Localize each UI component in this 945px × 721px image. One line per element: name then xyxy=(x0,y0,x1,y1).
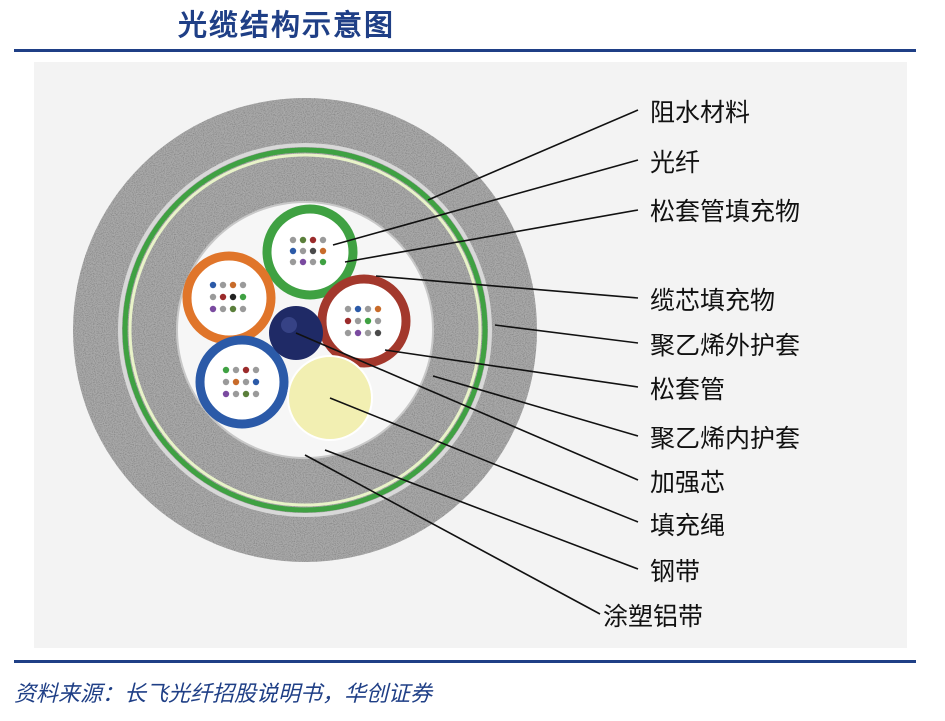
page-title: 光缆结构示意图 xyxy=(178,8,396,42)
label-coated-aluminum-tape: 涂塑铝带 xyxy=(603,602,703,631)
loose-tube-blue xyxy=(195,335,289,429)
label-water-blocking-material: 阻水材料 xyxy=(650,98,750,127)
title-divider xyxy=(14,49,916,52)
loose-tube-green xyxy=(262,204,358,300)
steel-tape-inner-edge xyxy=(128,153,482,507)
label-optical-fiber: 光纤 xyxy=(650,148,700,177)
label-filler-rope: 填充绳 xyxy=(650,511,725,540)
label-tube-filling-compound: 松套管填充物 xyxy=(650,197,800,226)
loose-tube-orange xyxy=(182,251,276,345)
coated-aluminum-tape xyxy=(118,143,492,517)
label-outer-pe-jacket: 聚乙烯外护套 xyxy=(650,331,800,360)
steel-tape xyxy=(122,147,488,513)
footer-divider xyxy=(14,660,916,663)
label-steel-tape: 钢带 xyxy=(650,557,700,586)
strength-member-highlight xyxy=(281,317,297,333)
source-note: 资料来源：长飞光纤招股说明书，华创证券 xyxy=(14,682,433,707)
label-loose-tube: 松套管 xyxy=(650,375,725,404)
label-core-filling-compound: 缆芯填充物 xyxy=(650,286,775,315)
leader-lines xyxy=(295,109,639,615)
label-strength-member: 加强芯 xyxy=(650,468,725,497)
loose-tube-red xyxy=(317,274,411,368)
label-inner-pe-jacket: 聚乙烯内护套 xyxy=(650,424,800,453)
